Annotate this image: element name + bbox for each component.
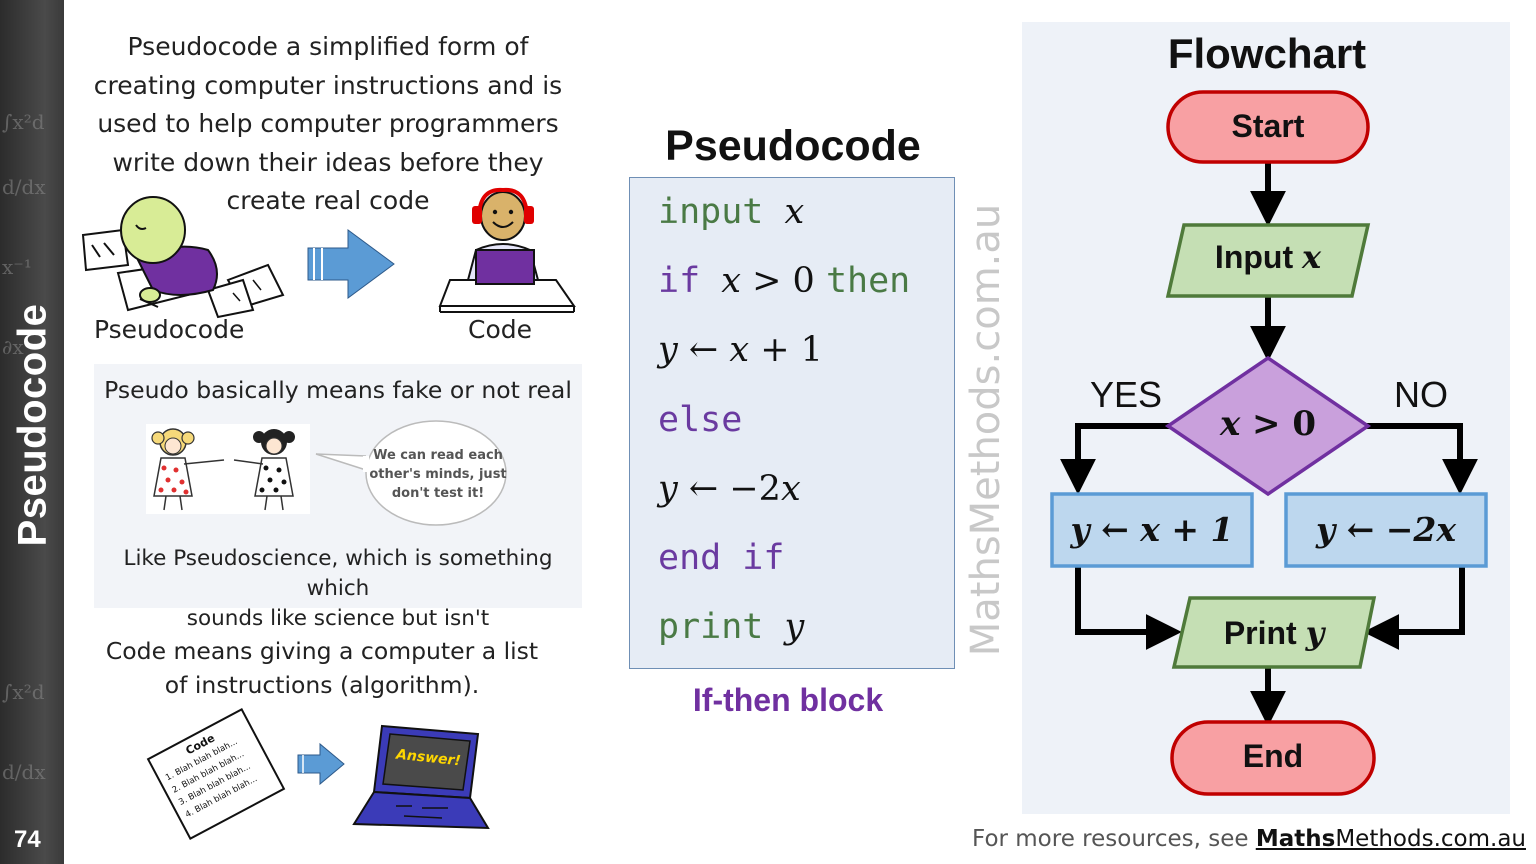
input-var: x	[1302, 238, 1322, 276]
if-then-caption: If-then block	[692, 682, 884, 718]
else-keyword: else	[658, 400, 743, 440]
footer-prefix: For more resources, see	[972, 826, 1256, 852]
code-definition: Code means giving a computer a list of i…	[78, 634, 566, 702]
connector	[1366, 423, 1478, 495]
girls-illustration	[146, 424, 310, 514]
intro-text: a simplified form of creating computer i…	[93, 32, 563, 215]
assign-arrow: ←	[677, 330, 730, 370]
pseudo-term: Pseudo	[104, 376, 189, 404]
then-keyword: then	[825, 261, 911, 301]
print-keyword: print	[658, 607, 764, 647]
decision-op: > 0	[1240, 404, 1317, 444]
math-scribble-icon: ∂x	[2, 335, 24, 359]
plus-one: + 1	[749, 330, 823, 370]
page-number: 74	[14, 826, 41, 853]
code-line-if: if x > 0 then	[658, 261, 910, 301]
print-parallelogram	[1171, 596, 1377, 669]
var-y: y	[658, 330, 678, 370]
neg-two: −2	[729, 469, 781, 509]
code-text: means giving a computer a list	[166, 637, 539, 665]
end-if-keyword: end if	[658, 538, 785, 578]
var-x: x	[721, 261, 741, 301]
speech-line: don't test it!	[391, 486, 485, 501]
code-line-input: input x	[658, 192, 804, 232]
assign-arrow: ←	[677, 469, 730, 509]
decision-var: x	[1219, 404, 1241, 444]
connector	[1075, 566, 1182, 650]
decision-diamond	[1164, 355, 1372, 497]
speech-bubble-text: We can read each other's minds, just don…	[360, 446, 516, 503]
process-box-right	[1284, 492, 1488, 568]
like-prefix: Like	[123, 546, 174, 571]
end-label: End	[1242, 738, 1304, 774]
code-line-assign-2: y ← −2x	[658, 469, 801, 509]
var-y: y	[784, 607, 805, 647]
pseudoscience-term: Pseudoscience	[173, 546, 332, 571]
no-label: NO	[1394, 374, 1448, 415]
var-x: x	[784, 192, 805, 232]
math-scribble-icon: d/dx	[2, 760, 46, 784]
speech-bubble-icon	[315, 420, 507, 526]
person-writing-illustration	[81, 196, 285, 319]
code-line-end-if: end if	[658, 538, 784, 578]
laptop-illustration	[352, 724, 490, 830]
footer-link-rest: Methods.com.au	[1335, 826, 1526, 852]
gt-zero: > 0	[740, 261, 826, 301]
code-label: Code	[468, 315, 533, 344]
arrow-right-icon	[307, 229, 395, 299]
code-line-print: print y	[658, 607, 804, 647]
process-box-left	[1050, 492, 1254, 568]
math-scribble-icon: ∫x²d	[2, 680, 45, 704]
connector	[1363, 566, 1465, 650]
footer: For more resources, see MathsMethods.com…	[972, 826, 1526, 852]
end-terminal	[1170, 720, 1376, 796]
intro-paragraph: Pseudocode a simplified form of creating…	[78, 28, 578, 221]
input-text: Input	[1214, 239, 1302, 275]
process-left-label: y ← x + 1	[1070, 510, 1234, 549]
input-keyword: input	[658, 192, 764, 232]
connector	[1060, 423, 1170, 495]
speech-line: We can read each	[373, 448, 503, 463]
math-scribble-icon: x⁻¹	[2, 255, 32, 279]
like-line-2: sounds like science but isn't	[186, 606, 490, 631]
pseudocode-title: Pseudocode	[665, 122, 921, 170]
print-text: Print	[1223, 615, 1306, 651]
pseudocode-box: input x if x > 0 then y ← x + 1 else y ←…	[629, 177, 955, 669]
footer-link-bold: Maths	[1255, 826, 1336, 852]
speech-line: other's minds, just	[369, 467, 507, 482]
like-text: , which is something which	[306, 546, 553, 601]
input-parallelogram	[1165, 223, 1371, 298]
start-terminal	[1166, 90, 1370, 164]
var-x: x	[729, 330, 750, 370]
pseudocode-label: Pseudocode	[94, 315, 245, 344]
var-y: y	[658, 469, 678, 509]
pseudo-text: basically means fake or not real	[188, 376, 572, 404]
pseudo-definition: Pseudo basically means fake or not real	[94, 376, 582, 404]
sidebar: ∫x²d d/dx x⁻¹ ∂x ∫x²d d/dx Pseudocode 74	[0, 0, 64, 864]
code-line-2: of instructions (algorithm).	[164, 671, 480, 699]
input-label: Input x	[1168, 238, 1368, 276]
flowchart-title: Flowchart	[1167, 30, 1367, 77]
intro-term: Pseudocode	[127, 32, 278, 61]
yes-label: YES	[1090, 374, 1163, 415]
start-label: Start	[1231, 108, 1305, 144]
math-scribble-icon: ∫x²d	[2, 110, 45, 134]
decision-label: x > 0	[1168, 404, 1368, 444]
arrow-right-icon	[297, 742, 345, 786]
pseudoscience-text: Like Pseudoscience, which is something w…	[94, 544, 582, 634]
code-line-assign-1: y ← x + 1	[658, 330, 823, 370]
print-label: Print y	[1174, 614, 1374, 652]
if-keyword: if	[658, 261, 701, 301]
math-scribble-icon: d/dx	[2, 175, 46, 199]
footer-link[interactable]: MathsMethods.com.au	[1256, 826, 1526, 852]
code-line-else: else	[658, 400, 742, 440]
print-var: y	[1305, 614, 1325, 652]
process-right-label: y ← −2x	[1315, 510, 1457, 549]
code-term: Code	[105, 637, 167, 665]
person-coding-illustration	[438, 187, 576, 313]
var-x: x	[780, 469, 801, 509]
